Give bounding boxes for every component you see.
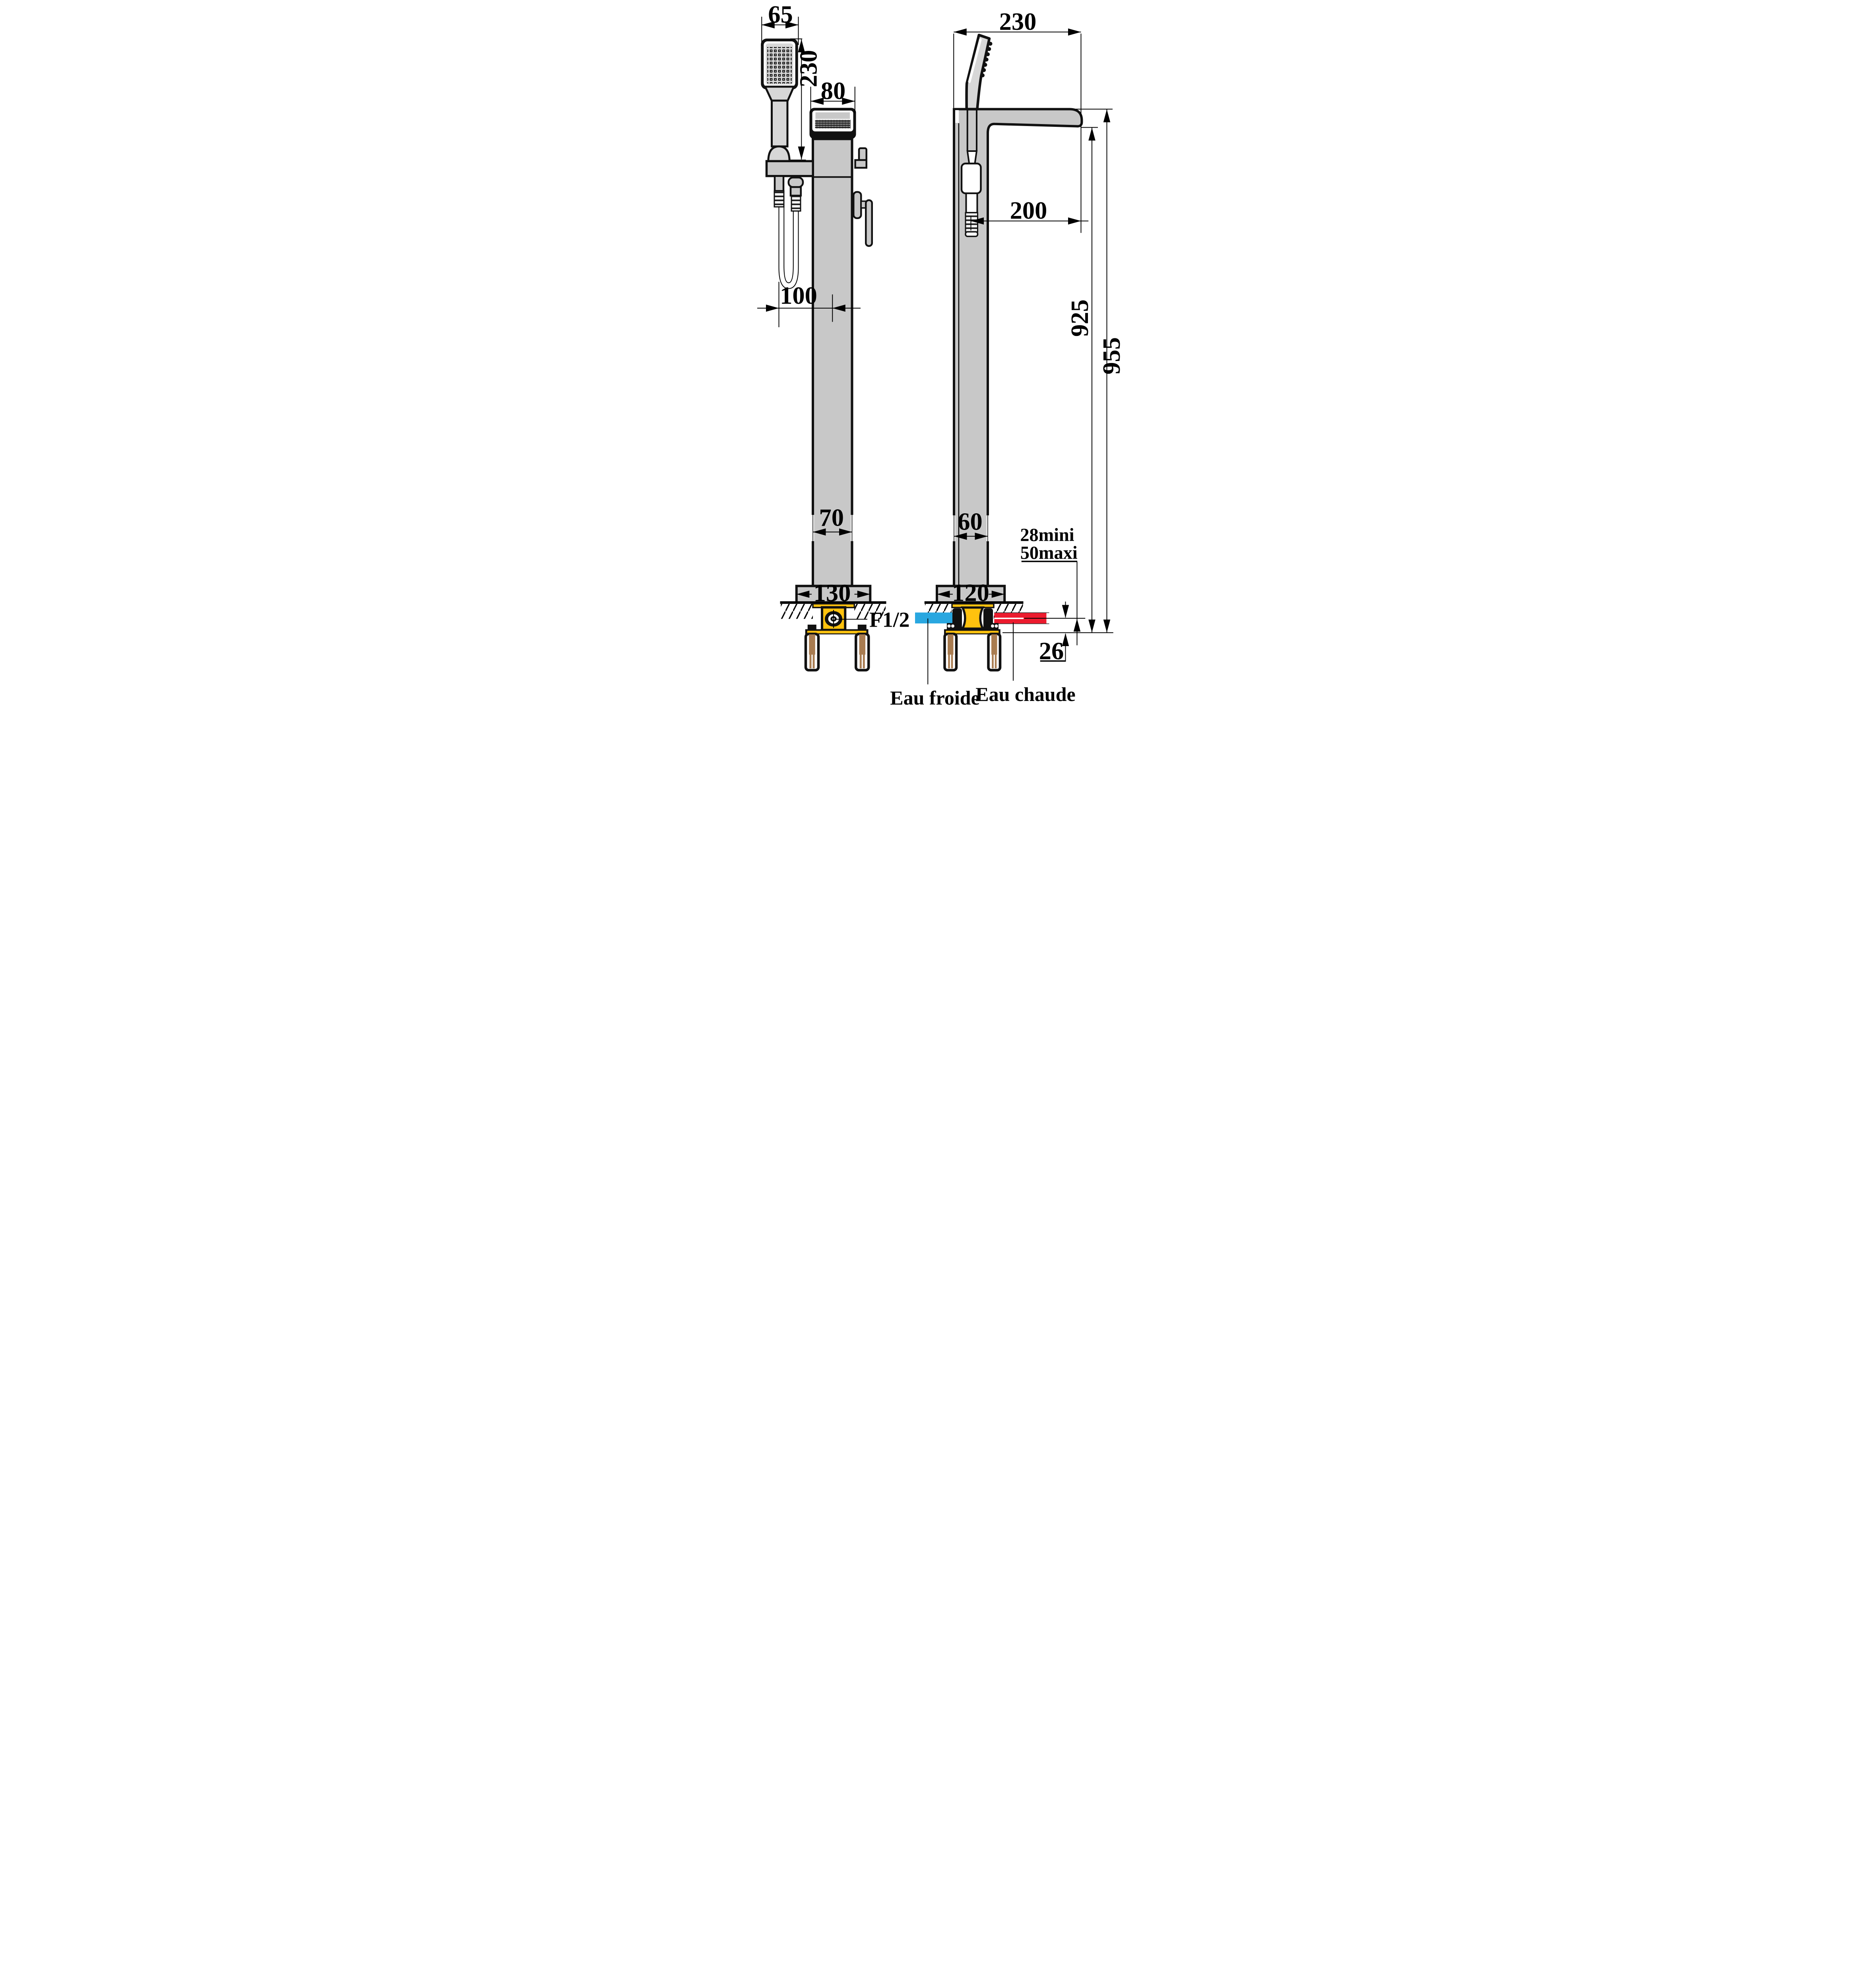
shower-handle-dome: [767, 145, 791, 162]
dim-925: 925: [1066, 128, 1095, 633]
faucet-dimension-diagram: 65 230 80 100 70: [702, 0, 1171, 709]
front-view: 65 230 80 100 70: [757, 0, 910, 672]
dim-200: 200: [970, 196, 1089, 231]
dim-28-50: 28mini 50maxi: [1020, 525, 1081, 645]
dim-100: 100: [757, 282, 861, 327]
svg-text:955: 955: [1097, 337, 1125, 375]
dim-230-side: 230: [953, 8, 1082, 233]
dim-60: 60: [953, 508, 989, 542]
cold-water-label: Eau froide: [890, 687, 980, 709]
hot-water-label: Eau chaude: [975, 683, 1075, 705]
svg-text:65: 65: [768, 0, 793, 28]
dim-230-front: 230: [790, 38, 822, 161]
svg-text:50maxi: 50maxi: [1020, 543, 1078, 563]
anchor-bolts: [809, 634, 865, 668]
svg-text:120: 120: [952, 579, 989, 607]
side-hand-shower: [965, 33, 993, 111]
side-hose-fitting: [960, 109, 982, 237]
dim-955: 955: [1097, 109, 1125, 633]
front-column: [812, 138, 853, 587]
svg-text:60: 60: [958, 508, 983, 536]
shower-hose-loop: [778, 207, 799, 289]
side-view: 230 200 925 955 60 28mini 50maxi: [890, 8, 1125, 709]
floor-hatching-icon: [854, 604, 886, 619]
shower-bracket: [765, 160, 814, 177]
technical-drawing-page: 65 230 80 100 70: [702, 0, 1171, 709]
side-column-and-spout: [953, 108, 1083, 587]
floor-hatching-icon: [781, 604, 813, 619]
dim-130: 130: [796, 579, 871, 607]
svg-text:230: 230: [999, 8, 1037, 35]
svg-text:F1/2: F1/2: [869, 608, 910, 632]
shower-nozzle-grid-icon: [767, 47, 792, 84]
water-labels: Eau froide Eau chaude: [890, 618, 1076, 709]
svg-text:230: 230: [795, 50, 822, 87]
mixer-lever: [853, 191, 873, 247]
f12-connection-icon: [825, 610, 842, 628]
aerator-grid-icon: [815, 120, 851, 129]
dim-26: 26: [1039, 602, 1069, 665]
side-connector-body: [947, 606, 999, 630]
dim-120: 120: [937, 579, 1005, 607]
side-column-notch: [955, 110, 959, 123]
svg-text:100: 100: [780, 282, 817, 309]
anchor-bolts: [948, 634, 997, 668]
label-f12: F1/2: [834, 608, 910, 632]
svg-text:80: 80: [821, 77, 846, 105]
side-anchor-assembly: [943, 629, 1002, 672]
hose-fittings: [774, 175, 804, 212]
dim-65: 65: [761, 0, 799, 46]
svg-text:26: 26: [1039, 637, 1064, 665]
diverter-knob: [854, 147, 867, 169]
side-nozzle-bumps-icon: [981, 42, 993, 78]
cold-water-pipe: [915, 612, 953, 623]
svg-text:200: 200: [1010, 196, 1047, 224]
thread-icon: [774, 190, 785, 208]
front-hand-shower: [761, 39, 798, 162]
svg-text:130: 130: [814, 579, 851, 607]
svg-text:925: 925: [1066, 299, 1094, 337]
svg-text:28mini: 28mini: [1020, 525, 1074, 546]
thread-icon: [791, 195, 801, 212]
svg-text:70: 70: [819, 504, 844, 532]
front-anchor-assembly: [804, 625, 870, 672]
dim-70: 70: [812, 504, 853, 541]
front-spout-face: [809, 108, 856, 139]
dim-80: 80: [810, 77, 855, 113]
